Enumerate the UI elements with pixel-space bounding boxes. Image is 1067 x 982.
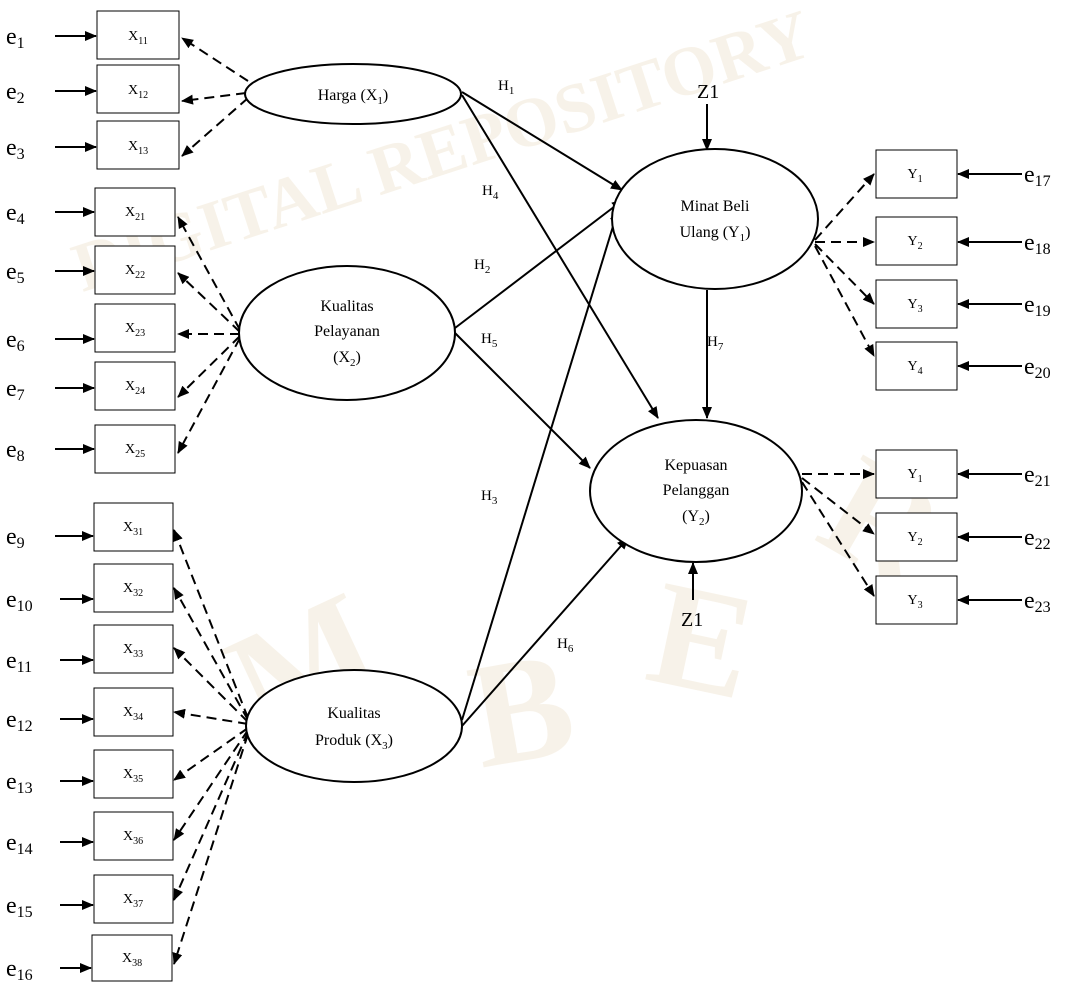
svg-text:X34: X34 (123, 705, 143, 723)
svg-text:(Y2): (Y2) (682, 508, 710, 528)
svg-text:Ulang (Y1): Ulang (Y1) (680, 224, 751, 244)
error-arrows (55, 31, 1022, 973)
svg-text:e18: e18 (1024, 230, 1051, 258)
loading-paths (172, 37, 875, 965)
svg-text:X38: X38 (122, 951, 142, 969)
svg-text:Y3: Y3 (907, 297, 922, 315)
latent-harga: Harga (X1) (244, 63, 462, 125)
svg-text:e1: e1 (6, 24, 25, 52)
svg-text:e5: e5 (6, 259, 25, 287)
svg-text:X21: X21 (125, 205, 145, 223)
latent-kualitas-produk: Kualitas Produk (X3) (245, 669, 463, 783)
svg-text:Y1: Y1 (907, 167, 922, 185)
svg-text:Minat Beli: Minat Beli (681, 198, 750, 215)
svg-text:e21: e21 (1024, 462, 1051, 490)
indicators-kualitas-produk: X31 X32 X33 X34 X35 X36 X37 X38 (91, 502, 174, 982)
svg-text:e10: e10 (6, 587, 33, 615)
svg-text:e23: e23 (1024, 588, 1051, 616)
latent-kepuasan-pelanggan: Kepuasan Pelanggan (Y2) (589, 419, 803, 563)
svg-text:e3: e3 (6, 135, 25, 163)
label-h7: H7 (707, 334, 724, 353)
svg-text:X32: X32 (123, 581, 143, 599)
svg-text:Pelanggan: Pelanggan (663, 482, 730, 499)
svg-text:e19: e19 (1024, 292, 1051, 320)
path-h3 (461, 209, 620, 721)
structural-paths (454, 91, 712, 727)
svg-text:X33: X33 (123, 642, 143, 660)
disturbance-label-bottom: Z1 (681, 609, 703, 631)
svg-text:Produk (X3): Produk (X3) (315, 732, 393, 752)
indicators-minat-beli-ulang: Y1 Y2 Y3 Y4 (875, 149, 958, 391)
svg-text:X22: X22 (125, 263, 145, 281)
indicators-kualitas-pelayanan: X21 X22 X23 X24 X25 (94, 187, 176, 474)
svg-text:e12: e12 (6, 707, 33, 735)
svg-text:X23: X23 (125, 321, 145, 339)
svg-text:X13: X13 (128, 139, 148, 157)
svg-text:X31: X31 (123, 520, 143, 538)
svg-text:e22: e22 (1024, 525, 1051, 553)
svg-text:X11: X11 (128, 29, 148, 47)
svg-text:Y1: Y1 (907, 467, 922, 485)
indicators-harga: X11 X12 X13 (96, 10, 180, 170)
hypothesis-labels: H1 H2 H3 H4 H5 H6 H7 (474, 78, 724, 655)
svg-text:X35: X35 (123, 767, 143, 785)
label-h1: H1 (498, 78, 514, 97)
svg-text:Kualitas: Kualitas (327, 705, 380, 722)
svg-text:e8: e8 (6, 437, 25, 465)
svg-text:e15: e15 (6, 893, 33, 921)
svg-text:e11: e11 (6, 648, 32, 676)
svg-text:e14: e14 (6, 830, 33, 858)
label-h6: H6 (557, 636, 574, 655)
label-h4: H4 (482, 183, 499, 202)
path-h4 (461, 94, 659, 419)
watermark: DIGITAL REPOSITORY M B E R (64, 0, 974, 800)
label-h2: H2 (474, 257, 490, 276)
svg-text:e17: e17 (1024, 162, 1051, 190)
latent-minat-beli-ulang: Minat Beli Ulang (Y1) (611, 148, 819, 290)
svg-text:e20: e20 (1024, 354, 1051, 382)
path-h2 (454, 199, 624, 329)
label-h5: H5 (481, 331, 498, 350)
svg-text:e7: e7 (6, 376, 25, 404)
svg-text:e6: e6 (6, 327, 25, 355)
svg-text:Y4: Y4 (907, 359, 922, 377)
svg-text:X36: X36 (123, 829, 143, 847)
error-terms: e1 e2 e3 e4 e5 e6 e7 e8 e9 e10 e11 e12 e… (6, 24, 1051, 982)
label-h3: H3 (481, 488, 498, 507)
path-h6 (461, 537, 629, 727)
indicators-kepuasan-pelanggan: Y1 Y2 Y3 (875, 449, 958, 625)
path-h1 (461, 91, 623, 191)
latent-kualitas-pelayanan: Kualitas Pelayanan (X2) (238, 265, 456, 401)
svg-text:X12: X12 (128, 83, 148, 101)
svg-text:Kepuasan: Kepuasan (664, 457, 727, 474)
svg-text:Y3: Y3 (907, 593, 922, 611)
svg-text:e9: e9 (6, 524, 25, 552)
svg-text:Kualitas: Kualitas (320, 298, 373, 315)
svg-text:Harga (X1): Harga (X1) (318, 87, 389, 107)
svg-text:e13: e13 (6, 769, 33, 797)
svg-text:Pelayanan: Pelayanan (314, 323, 380, 340)
svg-text:e2: e2 (6, 79, 25, 107)
svg-text:e16: e16 (6, 956, 33, 982)
svg-text:Y2: Y2 (907, 530, 922, 548)
svg-text:X37: X37 (123, 892, 143, 910)
svg-text:Y2: Y2 (907, 234, 922, 252)
path-h5 (454, 332, 591, 469)
watermark-letter: E (636, 549, 768, 732)
disturbance-label-top: Z1 (697, 81, 719, 103)
svg-text:e4: e4 (6, 200, 25, 228)
svg-text:X24: X24 (125, 379, 145, 397)
svg-text:(X2): (X2) (333, 349, 361, 369)
svg-text:X25: X25 (125, 442, 145, 460)
